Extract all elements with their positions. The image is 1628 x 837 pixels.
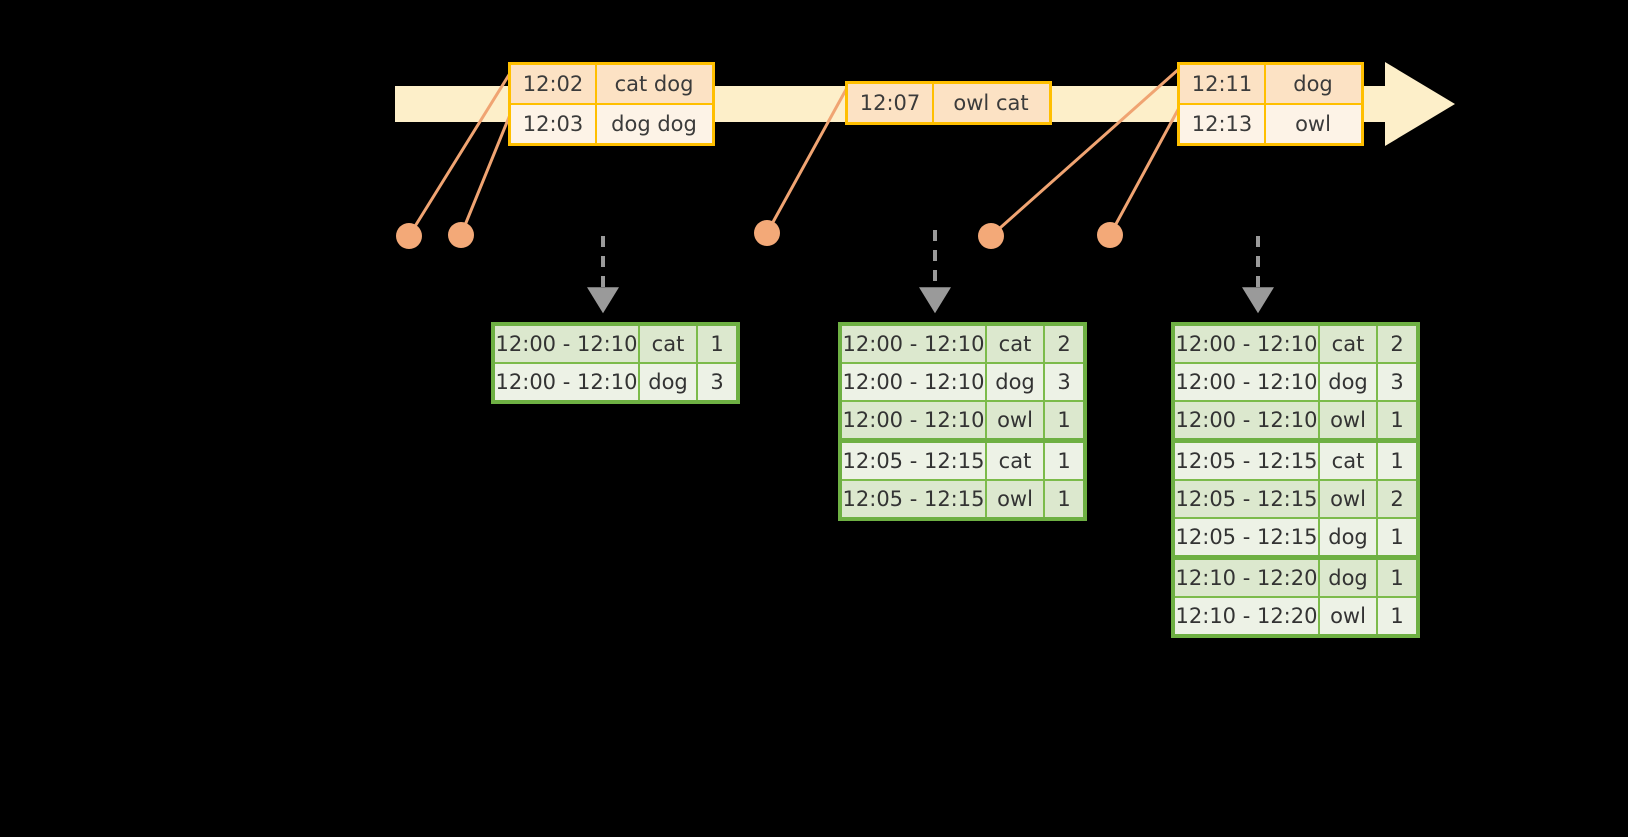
event-time: 12:11 <box>1180 65 1266 103</box>
cell-word: cat <box>1320 326 1378 362</box>
event-time: 12:13 <box>1180 105 1266 143</box>
event-words: owl <box>1295 112 1331 136</box>
cell-count: 2 <box>1390 487 1404 511</box>
cell-count: 1 <box>1057 408 1071 432</box>
connector-line-1 <box>407 68 514 238</box>
cell-window: 12:05 - 12:15 <box>1175 519 1320 555</box>
trigger-dot-3 <box>754 220 780 246</box>
event-box-1[interactable]: 12:02 cat dog 12:03 dog dog <box>508 62 715 146</box>
cell-word: dog <box>1320 519 1378 555</box>
connector-dots <box>396 220 1123 249</box>
cell-count: 1 <box>1390 566 1404 590</box>
cell-count: 1 <box>1390 408 1404 432</box>
event-row[interactable]: 12:13 owl <box>1180 103 1361 143</box>
cell-word: cat <box>987 326 1045 362</box>
cell-word: cat <box>1320 443 1378 479</box>
connector-line-3 <box>765 84 850 235</box>
event-row[interactable]: 12:03 dog dog <box>511 103 712 143</box>
cell-word: dog <box>640 364 698 400</box>
event-row[interactable]: 12:07 owl cat <box>848 84 1049 122</box>
cell-window: 12:00 - 12:10 <box>1175 402 1320 438</box>
cell-count: 2 <box>1390 332 1404 356</box>
event-box-2[interactable]: 12:07 owl cat <box>845 81 1052 125</box>
cell-window: 12:00 - 12:10 <box>842 326 987 362</box>
connector-line-5 <box>1108 104 1182 237</box>
event-words: owl cat <box>953 91 1029 115</box>
cell-window: 12:10 - 12:20 <box>1175 598 1320 634</box>
event-time: 12:03 <box>511 105 597 143</box>
cell-word: cat <box>640 326 698 362</box>
cell-window: 12:00 - 12:10 <box>1175 364 1320 400</box>
trigger-dot-1 <box>396 223 422 249</box>
trigger-dot-5 <box>1097 222 1123 248</box>
cell-window: 12:00 - 12:10 <box>495 326 640 362</box>
cell-word: dog <box>987 364 1045 400</box>
cell-window: 12:05 - 12:15 <box>842 481 987 517</box>
cell-count: 1 <box>1057 449 1071 473</box>
cell-window: 12:05 - 12:15 <box>842 443 987 479</box>
cell-window: 12:10 - 12:20 <box>1175 560 1320 596</box>
cell-word: owl <box>1320 481 1378 517</box>
event-words: dog <box>1293 72 1333 96</box>
cell-count: 1 <box>1390 604 1404 628</box>
cell-word: owl <box>1320 598 1378 634</box>
cell-count: 1 <box>1057 487 1071 511</box>
event-row[interactable]: 12:11 dog <box>1180 65 1361 103</box>
cell-count: 1 <box>1390 449 1404 473</box>
cell-count: 1 <box>1390 525 1404 549</box>
cell-count: 1 <box>710 332 724 356</box>
cell-count: 3 <box>1057 370 1071 394</box>
cell-word: owl <box>987 481 1045 517</box>
trigger-arrows <box>587 230 1274 314</box>
cell-word: cat <box>987 443 1045 479</box>
trigger-dot-4 <box>978 223 1004 249</box>
cell-window: 12:00 - 12:10 <box>1175 326 1320 362</box>
cell-window: 12:00 - 12:10 <box>842 402 987 438</box>
cell-word: owl <box>1320 402 1378 438</box>
cell-window: 12:05 - 12:15 <box>1175 481 1320 517</box>
cell-word: dog <box>1320 364 1378 400</box>
event-words: cat dog <box>614 72 694 96</box>
cell-window: 12:05 - 12:15 <box>1175 443 1320 479</box>
cell-word: dog <box>1320 560 1378 596</box>
trigger-dot-2 <box>448 222 474 248</box>
cell-window: 12:00 - 12:10 <box>495 364 640 400</box>
cell-window: 12:00 - 12:10 <box>842 364 987 400</box>
event-words: dog dog <box>611 112 697 136</box>
event-row[interactable]: 12:02 cat dog <box>511 65 712 103</box>
event-time: 12:02 <box>511 65 597 103</box>
cell-word: owl <box>987 402 1045 438</box>
cell-count: 2 <box>1057 332 1071 356</box>
cell-count: 3 <box>710 370 724 394</box>
event-time: 12:07 <box>848 84 934 122</box>
cell-count: 3 <box>1390 370 1404 394</box>
event-box-3[interactable]: 12:11 dog 12:13 owl <box>1177 62 1364 146</box>
